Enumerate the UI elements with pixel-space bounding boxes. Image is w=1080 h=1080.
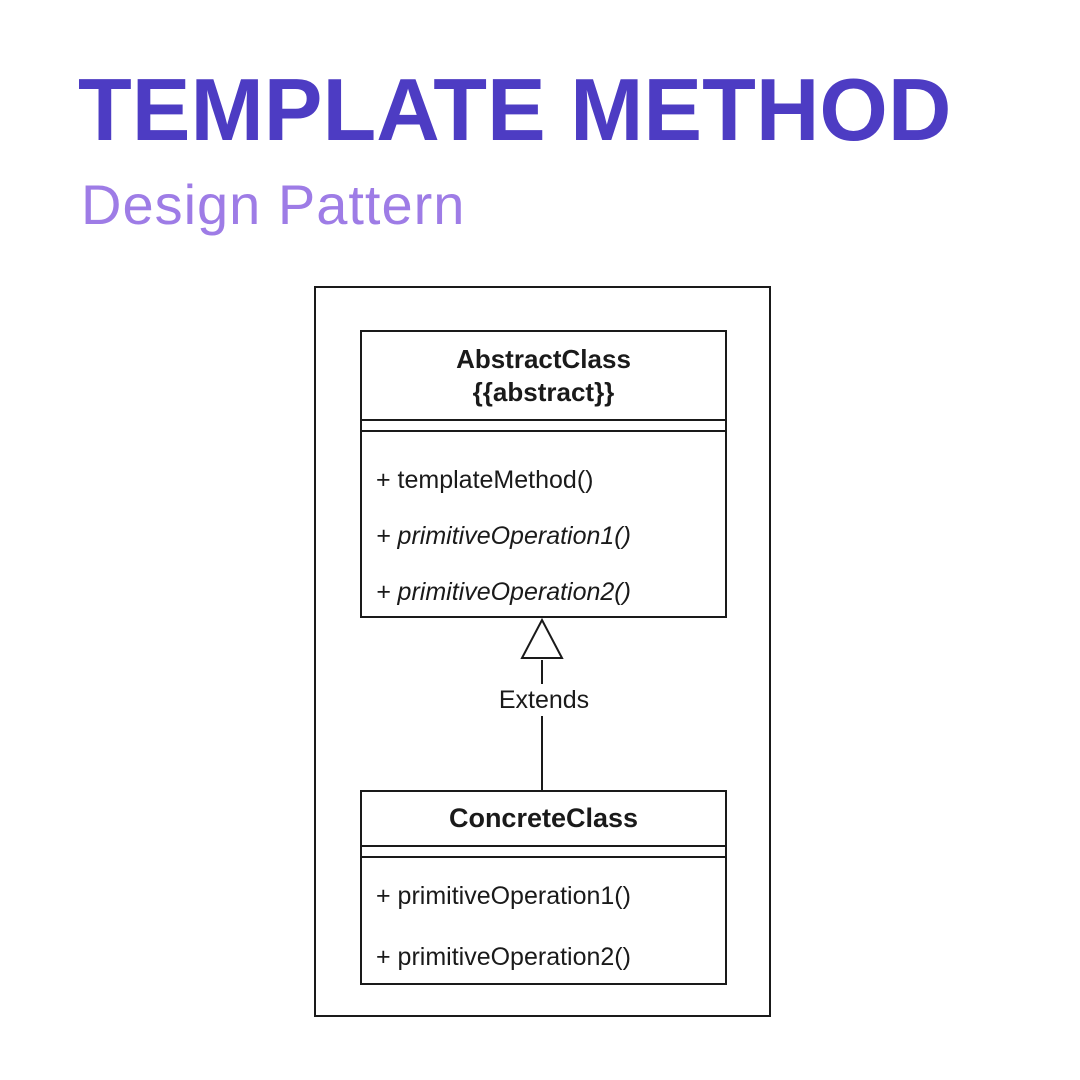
diagram-frame: AbstractClass {{abstract}} + templateMet… [314,286,771,1017]
abstractclass-compartment-divider [362,421,725,432]
method-primitiveoperation2-concrete: + primitiveOperation2() [376,943,631,971]
abstractclass-methods: + templateMethod() + primitiveOperation1… [362,432,725,616]
concreteclass-name: ConcreteClass [448,803,639,833]
generalization-triangle-icon [520,618,564,659]
concreteclass-methods: + primitiveOperation1() + primitiveOpera… [362,858,725,983]
concreteclass-compartment-divider [362,847,725,858]
method-templatemethod: + templateMethod() [376,466,594,494]
relationship-label: Extends [474,684,614,716]
abstractclass-name: AbstractClass [456,343,631,374]
generalization-line [541,660,543,790]
uml-class-concreteclass: ConcreteClass + primitiveOperation1() + … [360,790,727,985]
method-primitiveoperation2-abstract: + primitiveOperation2() [376,578,631,606]
method-primitiveoperation1-abstract: + primitiveOperation1() [376,522,631,550]
page-subtitle: Design Pattern [81,173,466,236]
uml-class-abstractclass: AbstractClass {{abstract}} + templateMet… [360,330,727,618]
page-title: TEMPLATE METHOD [78,60,952,159]
abstractclass-stereotype: {{abstract}} [472,376,615,407]
method-primitiveoperation1-concrete: + primitiveOperation1() [376,882,631,910]
abstractclass-header: AbstractClass {{abstract}} [362,332,725,421]
concreteclass-header: ConcreteClass [362,792,725,847]
